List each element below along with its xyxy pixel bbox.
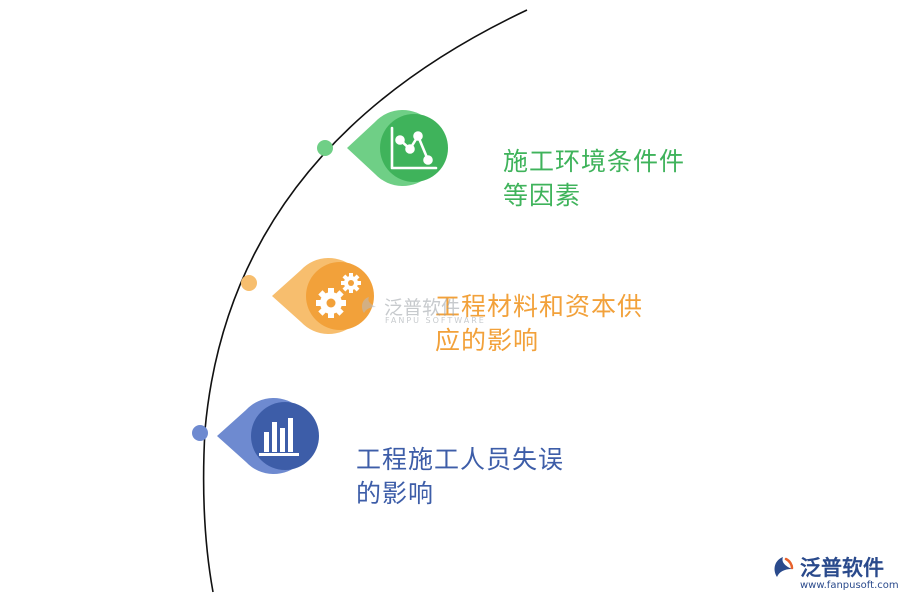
label-environment: 施工环境条件件 等因素	[503, 145, 685, 213]
label-environment-line1: 施工环境条件件	[503, 147, 686, 176]
watermark-center-brand: 泛普软件	[384, 297, 461, 319]
bar-chart-icon	[259, 418, 299, 456]
arc-dot-green	[317, 140, 333, 156]
watermark-center-sub: FANPU SOFTWARE	[385, 316, 486, 325]
label-materials-line1: 工程材料和资本供	[435, 292, 644, 321]
label-environment-line2: 等因素	[503, 181, 582, 210]
label-personnel-line1: 工程施工人员失误	[356, 445, 565, 474]
fanpu-logo-icon	[361, 297, 376, 313]
label-materials-line2: 应的影响	[435, 326, 540, 355]
item-personnel	[192, 398, 319, 474]
arc-dot-blue	[192, 425, 208, 441]
watermark-corner-url: www.fanpusoft.com	[800, 580, 899, 591]
gears-icon	[316, 273, 361, 318]
line-chart-icon	[390, 126, 438, 170]
watermark-corner-brand: 泛普软件	[800, 556, 884, 580]
label-personnel-line2: 的影响	[356, 479, 435, 508]
label-personnel: 工程施工人员失误 的影响	[356, 443, 564, 511]
watermark-center: 泛普软件 FANPU SOFTWARE	[358, 293, 484, 333]
item-environment	[317, 109, 448, 186]
arc-dot-orange	[241, 275, 257, 291]
item-materials	[241, 258, 374, 334]
label-materials: 工程材料和资本供 应的影响	[435, 290, 643, 358]
watermark-corner: 泛普软件 www.fanpusoft.com	[770, 552, 899, 596]
fanpu-logo-icon	[774, 557, 794, 577]
timeline-arc	[202, 9, 528, 593]
